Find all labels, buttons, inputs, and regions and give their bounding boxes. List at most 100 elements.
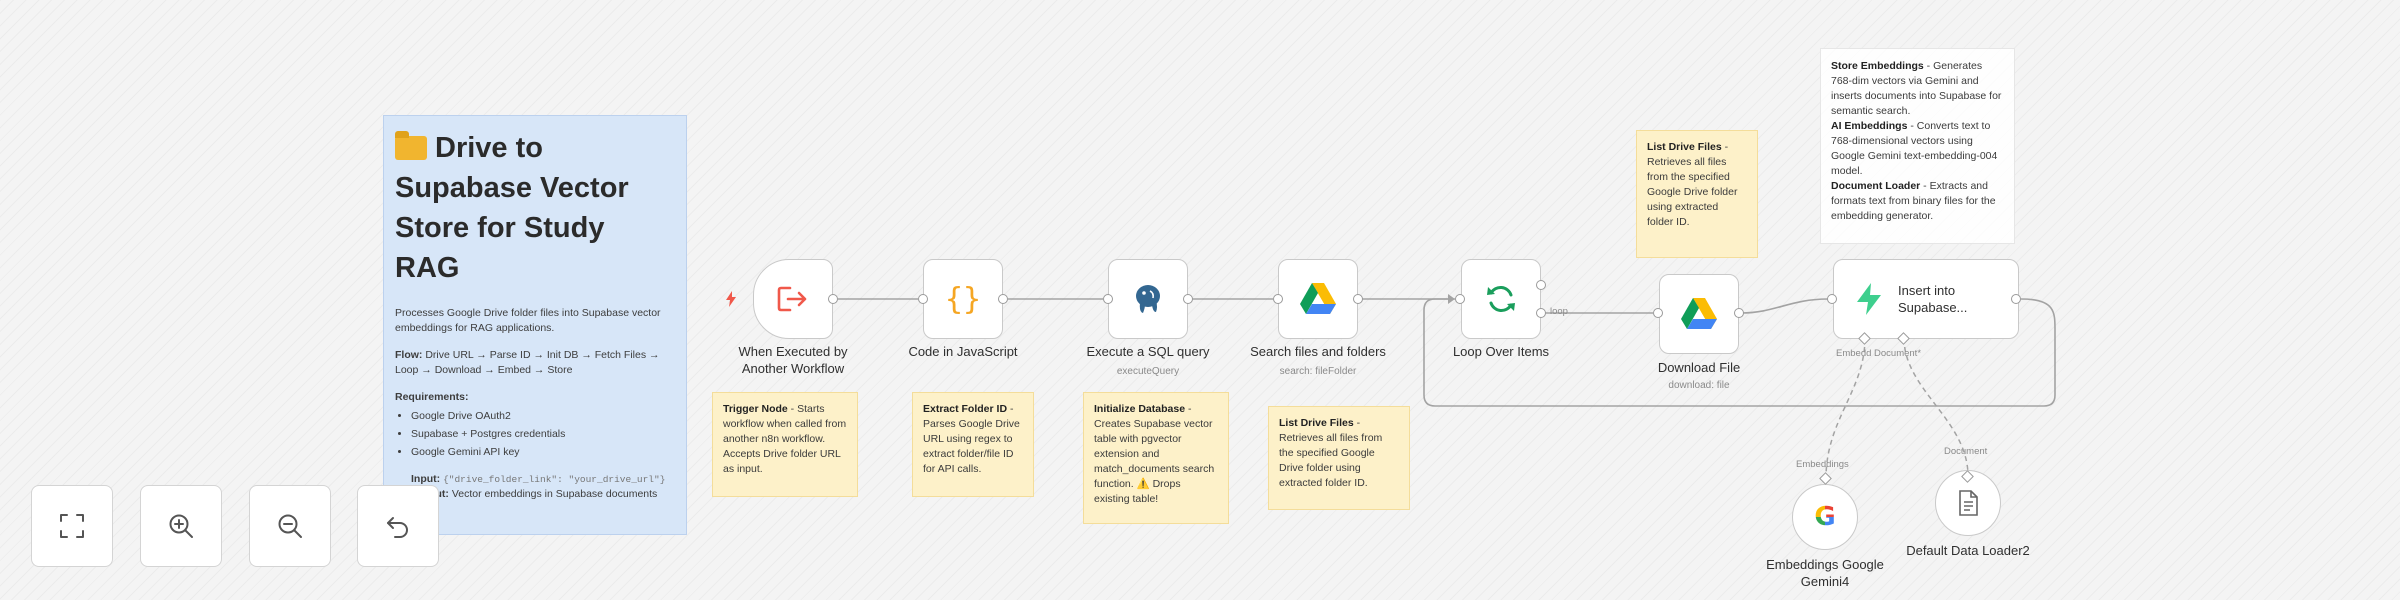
sticky-note-list-files[interactable]: List Drive Files - Retrieves all files f… (1636, 130, 1758, 258)
google-drive-icon (1681, 298, 1717, 329)
wire-arrow (1448, 294, 1455, 304)
note-body: - Retrieves all files from the specified… (1647, 141, 1738, 228)
output-handle[interactable] (1734, 308, 1744, 318)
input-handle[interactable] (1827, 294, 1837, 304)
note-title: List Drive Files (1279, 417, 1354, 429)
sticky-note-trigger[interactable]: Trigger Node - Starts workflow when call… (712, 392, 858, 497)
input-handle[interactable] (1653, 308, 1663, 318)
output-handle[interactable] (828, 294, 838, 304)
loop-output-handle[interactable] (1536, 308, 1546, 318)
sticky-note-code[interactable]: Extract Folder ID - Parses Google Drive … (912, 392, 1034, 497)
note-text: Trigger Node - Starts workflow when call… (723, 402, 847, 477)
input-line: Input: {"drive_folder_link": "your_drive… (411, 472, 675, 487)
output-handle[interactable] (1183, 294, 1193, 304)
note-body: - Parses Google Drive URL using regex to… (923, 403, 1020, 475)
note-body: - Extracts and formats text from binary … (1831, 180, 1996, 222)
wire-download-insert (1740, 298, 1829, 314)
zoom-out-button[interactable] (249, 485, 331, 567)
note-title: Store Embeddings (1831, 60, 1924, 72)
note-title: Extract Folder ID (923, 403, 1008, 415)
wire-insert-loader (1903, 337, 1969, 477)
output-line: Output: Vector embeddings in Supabase do… (411, 487, 675, 517)
node-label: Insert into Supabase... (1898, 283, 1968, 315)
google-drive-icon (1300, 283, 1336, 314)
node-sublabel: executeQuery (1116, 366, 1180, 377)
requirement-item: Google Gemini API key (411, 445, 675, 460)
node-label: Embeddings Google Gemini4 (1766, 557, 1884, 589)
zoom-in-button[interactable] (140, 485, 222, 567)
trigger-bolt-icon (726, 291, 736, 307)
sticky-note-sql[interactable]: Initialize Database - Creates Supabase v… (1083, 392, 1229, 524)
node-loop-over-items[interactable] (1461, 259, 1541, 339)
done-output-handle[interactable] (1536, 280, 1546, 290)
embeddings-port-label: Embeddings (1796, 459, 1849, 470)
input-handle[interactable] (1103, 294, 1113, 304)
sticky-note-store-embeddings[interactable]: Store Embeddings - Generates 768-dim vec… (1820, 48, 2015, 244)
workflow-title: Drive to Supabase Vector Store for Study… (395, 128, 675, 288)
loop-port-label: loop (1550, 306, 1568, 317)
note-text: Document Loader - Extracts and formats t… (1831, 179, 2004, 224)
document-icon (1959, 490, 1978, 516)
node-execute-workflow-trigger[interactable] (753, 259, 833, 339)
note-text: Store Embeddings - Generates 768-dim vec… (1831, 59, 2004, 119)
requirements-label: Requirements: (395, 391, 469, 403)
note-text: List Drive Files - Retrieves all files f… (1279, 416, 1399, 491)
input-handle[interactable] (1455, 294, 1465, 304)
note-body: - Starts workflow when called from anoth… (723, 403, 847, 475)
refresh-arrows-icon (1487, 286, 1515, 312)
node-insert-supabase[interactable]: Insert into Supabase... (1833, 259, 2019, 339)
note-text: Extract Folder ID - Parses Google Drive … (923, 402, 1023, 477)
node-label: Search files and folders (1250, 344, 1386, 359)
node-search-files[interactable] (1278, 259, 1358, 339)
note-body: - Generates 768-dim vectors via Gemini a… (1831, 60, 2002, 117)
node-sublabel: download: file (1668, 380, 1730, 391)
node-execute-sql[interactable] (1108, 259, 1188, 339)
node-sublabel: search: fileFolder (1279, 366, 1357, 377)
input-value: {"drive_folder_link": "your_drive_url"} (443, 474, 666, 485)
workflow-description: Processes Google Drive folder files into… (395, 307, 661, 334)
node-code-javascript[interactable]: {} (923, 259, 1003, 339)
output-handle[interactable] (998, 294, 1008, 304)
requirement-item: Google Drive OAuth2 (411, 409, 675, 424)
node-embeddings-gemini[interactable]: G (1792, 484, 1858, 550)
zoom-in-icon (169, 514, 193, 538)
node-default-data-loader[interactable] (1935, 470, 2001, 536)
input-label: Input: (411, 473, 441, 485)
folder-icon (395, 131, 427, 160)
note-body: - Creates Supabase vector table with pgv… (1094, 403, 1215, 505)
workflow-title-text: Drive to Supabase Vector Store for Study… (395, 132, 629, 284)
google-g-icon: G (1814, 502, 1836, 532)
output-handle[interactable] (1353, 294, 1363, 304)
note-text: Initialize Database - Creates Supabase v… (1094, 402, 1218, 507)
node-label: Execute a SQL query (1086, 344, 1210, 359)
node-label: Download File (1657, 360, 1741, 375)
sticky-note-search[interactable]: List Drive Files - Retrieves all files f… (1268, 406, 1410, 510)
requirements-list: Google Drive OAuth2 Supabase + Postgres … (395, 409, 675, 460)
node-label: Code in JavaScript (908, 344, 1018, 359)
note-title: Initialize Database (1094, 403, 1186, 415)
fit-view-icon (60, 514, 84, 538)
exit-arrow-icon (777, 286, 807, 312)
input-handle[interactable] (1273, 294, 1283, 304)
note-title: List Drive Files (1647, 141, 1722, 153)
note-text: AI Embeddings - Converts text to 768-dim… (1831, 119, 2004, 179)
node-download-file[interactable] (1659, 274, 1739, 354)
reset-zoom-button[interactable] (357, 485, 439, 567)
input-handle[interactable] (918, 294, 928, 304)
sticky-note-overview[interactable]: Drive to Supabase Vector Store for Study… (383, 115, 687, 535)
output-handle[interactable] (2011, 294, 2021, 304)
flow-text: Drive URL → Parse ID → Init DB → Fetch F… (395, 349, 660, 376)
note-title: Trigger Node (723, 403, 788, 415)
undo-icon (387, 517, 408, 538)
document-port-label: Document (1944, 446, 1988, 457)
note-body: - Retrieves all files from the specified… (1279, 417, 1383, 489)
node-label: Default Data Loader2 (1906, 543, 2030, 558)
note-text: List Drive Files - Retrieves all files f… (1647, 140, 1747, 230)
fit-view-button[interactable] (31, 485, 113, 567)
flow-line: Flow: Drive URL → Parse ID → Init DB → F… (395, 348, 675, 378)
wire-insert-loop-back (1423, 298, 2056, 407)
supabase-bolt-icon (1857, 283, 1881, 315)
zoom-out-icon (278, 514, 302, 538)
wire-insert-embeddings (1825, 337, 1866, 479)
